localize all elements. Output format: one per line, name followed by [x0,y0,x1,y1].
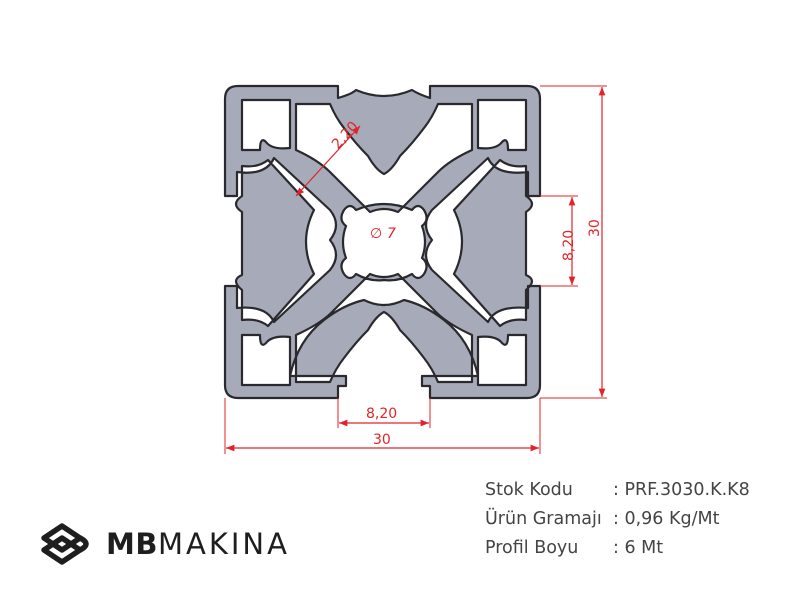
info-label: Profil Boyu [485,538,579,558]
brand-logo: MBMAKINA [40,520,290,568]
wall-dim-line [295,125,361,197]
dimension-slot-bottom: 8,20 [337,398,431,428]
dimension-overall-height: 30 [540,85,607,399]
info-row-stock-code: Stok Kodu : PRF.3030.K.K8 [485,476,750,505]
profile-body [223,84,542,400]
info-value: : PRF.3030.K.K8 [613,480,750,500]
brand-name: MBMAKINA [106,527,290,561]
height-dim-label: 30 [587,219,603,237]
info-value: : 0,96 Kg/Mt [613,509,720,529]
info-row-weight: Ürün Gramajı : 0,96 Kg/Mt [485,505,750,534]
profile-cross-section [223,84,542,400]
diameter-icon: ∅ [370,226,382,242]
dimension-diameter: ∅ 7 [370,226,396,242]
diameter-value: 7 [387,226,396,242]
profile-drawing: ∅ 7 2,20 30 8,20 30 8,20 [223,84,607,454]
info-value: : 6 Mt [613,538,664,558]
info-label: Stok Kodu [485,480,573,500]
brand-name-light: MAKINA [157,527,290,561]
width-dim-label: 30 [373,432,391,448]
product-info: Stok Kodu : PRF.3030.K.K8 Ürün Gramajı :… [485,476,750,563]
mb-logo-icon [41,523,89,565]
info-row-length: Profil Boyu : 6 Mt [485,534,750,563]
dimension-overall-width: 30 [224,398,541,454]
info-label: Ürün Gramajı [485,509,602,529]
slot-right-dim-label: 8,20 [561,230,577,261]
brand-name-bold: MB [106,527,158,561]
dimension-slot-right: 8,20 [540,195,578,287]
slot-bottom-dim-label: 8,20 [366,406,397,422]
